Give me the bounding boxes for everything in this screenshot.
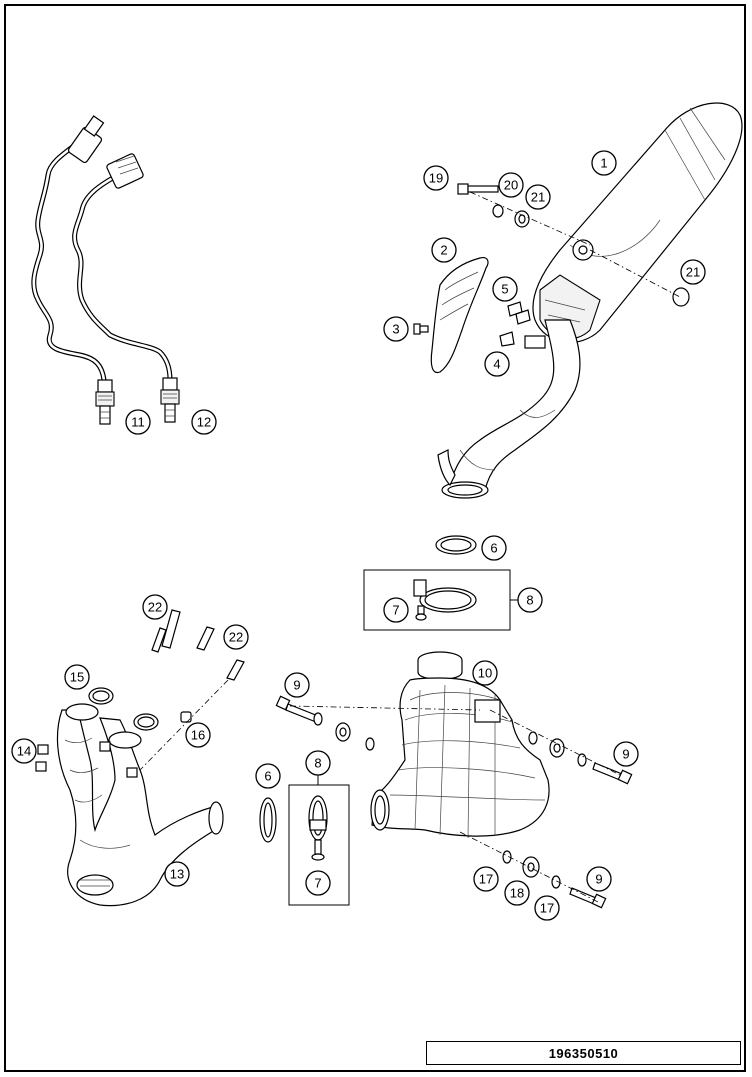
stud-22b [196, 626, 245, 681]
svg-text:10: 10 [478, 666, 492, 681]
screw-3 [413, 323, 429, 335]
callout-17-upper: 17 [473, 866, 499, 892]
nut-14 [35, 741, 138, 778]
spacer-16 [180, 711, 192, 723]
clip-4 [499, 331, 515, 347]
callout-2: 2 [431, 237, 457, 263]
svg-text:22: 22 [148, 600, 162, 615]
document-number-box: 196350510 [426, 1041, 741, 1065]
callout-8-upper: 8 [517, 587, 543, 613]
svg-text:17: 17 [540, 901, 554, 916]
svg-text:13: 13 [170, 867, 184, 882]
pre-silencer [370, 651, 550, 839]
svg-text:6: 6 [490, 541, 497, 556]
washer-20 [492, 204, 504, 218]
callout-3: 3 [383, 316, 409, 342]
callout-9-right-lower: 9 [586, 866, 612, 892]
callout-22-upper: 22 [142, 594, 168, 620]
svg-text:8: 8 [526, 593, 533, 608]
svg-text:16: 16 [191, 728, 205, 743]
gasket-15 [88, 687, 159, 731]
callout-8-lower: 8 [305, 750, 331, 776]
svg-text:5: 5 [501, 282, 508, 297]
svg-text:20: 20 [504, 178, 518, 193]
callout-7-upper: 7 [383, 597, 409, 623]
callout-15: 15 [64, 664, 90, 690]
callout-18: 18 [504, 880, 530, 906]
svg-text:18: 18 [510, 886, 524, 901]
svg-text:17: 17 [479, 872, 493, 887]
main-silencer [437, 102, 743, 499]
svg-text:1: 1 [600, 156, 607, 171]
callout-13: 13 [164, 861, 190, 887]
bolt-9-left [275, 695, 319, 723]
svg-text:6: 6 [264, 769, 271, 784]
lambda-sensor-11 [31, 115, 115, 425]
callout-12: 12 [191, 409, 217, 435]
svg-text:22: 22 [229, 630, 243, 645]
callout-6-upper: 6 [481, 535, 507, 561]
callout-20: 20 [498, 172, 524, 198]
grommet-21a [514, 210, 530, 228]
svg-text:7: 7 [314, 876, 321, 891]
svg-text:21: 21 [531, 190, 545, 205]
heat-shield [430, 257, 489, 374]
document-number: 196350510 [548, 1045, 619, 1061]
gasket-6-lower [259, 797, 277, 843]
svg-text:4: 4 [493, 357, 500, 372]
callout-21-lower: 21 [680, 259, 706, 285]
svg-text:21: 21 [686, 265, 700, 280]
callout-9-right-upper: 9 [613, 741, 639, 767]
exhaust-manifold [56, 703, 224, 907]
callout-19: 19 [423, 165, 449, 191]
bolt-19 [457, 183, 499, 195]
callout-16: 16 [185, 722, 211, 748]
callout-22-lower: 22 [223, 624, 249, 650]
bolt-9-right-upper [592, 762, 633, 785]
grommet-21b [672, 287, 690, 307]
clip-5 [507, 301, 531, 325]
callout-4: 4 [484, 351, 510, 377]
svg-text:9: 9 [622, 747, 629, 762]
callout-11: 11 [125, 409, 151, 435]
washer-set-right-upper [528, 731, 587, 767]
svg-text:12: 12 [197, 415, 211, 430]
washer-set-left [313, 712, 375, 751]
callout-21-upper: 21 [525, 184, 551, 210]
callout-1: 1 [591, 150, 617, 176]
svg-text:15: 15 [70, 670, 84, 685]
callout-6-lower: 6 [255, 763, 281, 789]
drawing-frame [4, 4, 746, 1072]
svg-text:2: 2 [440, 243, 447, 258]
svg-text:19: 19 [429, 171, 443, 186]
gasket-6-upper [435, 535, 477, 555]
callout-5: 5 [492, 276, 518, 302]
svg-text:11: 11 [131, 415, 145, 430]
callout-7-lower: 7 [305, 870, 331, 896]
svg-text:14: 14 [17, 744, 31, 759]
svg-text:9: 9 [293, 678, 300, 693]
callout-10: 10 [472, 660, 498, 686]
callout-14: 14 [11, 738, 37, 764]
svg-text:9: 9 [595, 872, 602, 887]
clamp-8-lower [308, 795, 328, 861]
bolt-9-right-lower [569, 887, 607, 909]
clamp-8-upper [413, 579, 477, 621]
stud-22a [151, 609, 181, 653]
svg-text:8: 8 [314, 756, 321, 771]
svg-text:7: 7 [392, 603, 399, 618]
lambda-sensor-12 [72, 153, 180, 423]
clamp-assembly-box-lower [288, 784, 350, 906]
svg-text:3: 3 [392, 322, 399, 337]
callout-17-lower: 17 [534, 895, 560, 921]
washer-set-right-lower [502, 850, 561, 889]
callout-9-left: 9 [284, 672, 310, 698]
